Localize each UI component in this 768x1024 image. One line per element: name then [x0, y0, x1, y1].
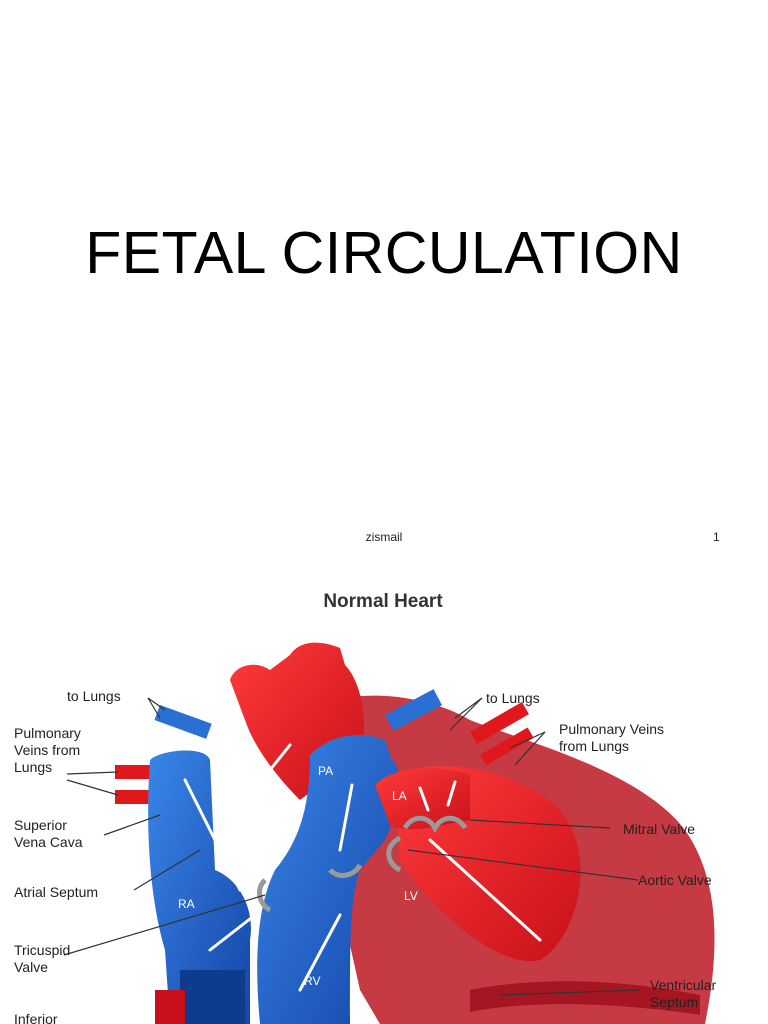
label-inferior: Inferior	[14, 1011, 58, 1024]
label-to-lungs-right: to Lungs	[486, 690, 540, 706]
label-ventricular-septum-1: Ventricular	[650, 977, 716, 993]
valves	[257, 815, 468, 913]
heart-diagram: Normal Heart	[0, 570, 768, 1024]
label-pulmonary-veins-left-2: Veins from	[14, 742, 80, 758]
aortic-valve-shape	[386, 835, 402, 873]
chamber-label-rv: RV	[304, 974, 320, 988]
slide-title: FETAL CIRCULATION	[85, 220, 683, 286]
label-pulmonary-veins-right-2: from Lungs	[559, 738, 629, 754]
label-ventricular-septum-2: Septum	[650, 994, 698, 1010]
label-pulmonary-veins-left-3: Lungs	[14, 759, 52, 775]
left-pulmonary-artery	[154, 705, 212, 739]
slide-footer-author: zismail	[365, 530, 403, 544]
pulmonary-valve-shape	[328, 863, 363, 878]
flow-arrows	[183, 743, 542, 992]
label-pulmonary-veins-left-1: Pulmonary	[14, 725, 81, 741]
slide-page-number: 1	[713, 530, 720, 544]
leader-lines	[63, 697, 641, 996]
right-atrium-shape	[148, 750, 251, 1024]
heart-illustration: Normal Heart	[14, 591, 716, 1024]
label-atrial-septum: Atrial Septum	[14, 884, 98, 900]
label-tricuspid-valve-2: Valve	[14, 959, 48, 975]
right-pulmonary-veins	[469, 702, 534, 766]
pulmonary-artery-shape	[257, 735, 400, 1024]
chamber-label-lv: LV	[404, 889, 418, 903]
title-slide: FETAL CIRCULATION zismail 1	[85, 220, 720, 544]
mitral-valve-shape	[402, 815, 468, 834]
label-mitral-valve: Mitral Valve	[623, 821, 695, 837]
chamber-label-ao: AO	[241, 751, 258, 765]
label-superior-vena-cava-1: Superior	[14, 817, 67, 833]
ventricular-septum-shape	[470, 981, 700, 1015]
chamber-label-ra: RA	[178, 897, 195, 911]
chamber-label-la: LA	[392, 789, 407, 803]
label-aortic-valve: Aortic Valve	[638, 872, 712, 888]
label-pulmonary-veins-right-1: Pulmonary Veins	[559, 721, 664, 737]
right-pulmonary-artery	[384, 689, 443, 731]
descending-aorta-shape	[155, 990, 185, 1024]
diagram-heading: Normal Heart	[323, 591, 443, 612]
inferior-vena-cava-shape	[180, 970, 245, 1024]
label-to-lungs-left: to Lungs	[67, 688, 121, 704]
chamber-label-pa: PA	[318, 764, 333, 778]
label-tricuspid-valve-1: Tricuspid	[14, 942, 70, 958]
label-superior-vena-cava-2: Vena Cava	[14, 834, 83, 850]
